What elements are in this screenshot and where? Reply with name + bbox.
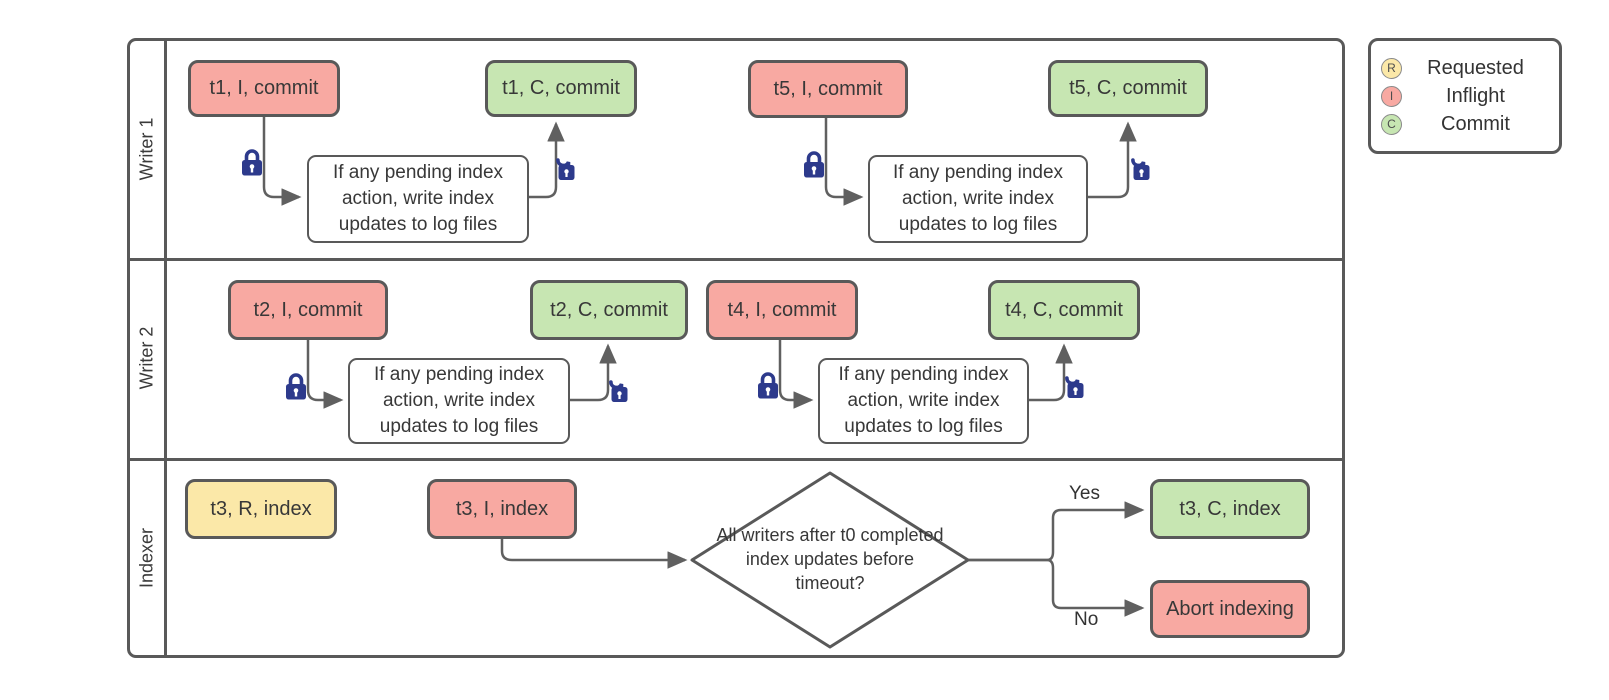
inflight-state-icon: I bbox=[1381, 85, 1402, 107]
lane-divider-1 bbox=[127, 258, 1345, 261]
legend-row-inflight: I Inflight bbox=[1381, 85, 1549, 108]
legend-label-inflight: Inflight bbox=[1446, 84, 1505, 107]
lane-label-divider bbox=[164, 38, 167, 658]
branch-no-label: No bbox=[1074, 609, 1099, 630]
open-lock-icon bbox=[602, 374, 628, 404]
node-t5-inflight: t5, I, commit bbox=[748, 60, 908, 118]
requested-state-icon: R bbox=[1381, 57, 1402, 79]
lane-label-writer1: Writer 1 bbox=[136, 117, 157, 181]
closed-lock-icon bbox=[755, 370, 781, 400]
open-lock-icon bbox=[1058, 370, 1084, 400]
swimlane-frame bbox=[127, 38, 1345, 658]
note-pending-index-1: If any pending index action, write index… bbox=[307, 155, 529, 243]
closed-lock-icon bbox=[283, 371, 309, 401]
node-t4-inflight: t4, I, commit bbox=[706, 280, 858, 340]
node-abort-indexing: Abort indexing bbox=[1150, 580, 1310, 638]
node-t4-commit: t4, C, commit bbox=[988, 280, 1140, 340]
note-pending-index-3: If any pending index action, write index… bbox=[348, 358, 570, 444]
node-t2-inflight: t2, I, commit bbox=[228, 280, 388, 340]
open-lock-icon bbox=[1124, 152, 1150, 182]
commit-state-icon: C bbox=[1381, 113, 1402, 135]
closed-lock-icon bbox=[239, 147, 265, 177]
decision-label: All writers after t0 completed index upd… bbox=[716, 525, 944, 593]
lane-label-writer2: Writer 2 bbox=[136, 326, 157, 390]
node-t5-commit: t5, C, commit bbox=[1048, 60, 1208, 117]
legend: R Requested I Inflight C Commit bbox=[1368, 38, 1562, 154]
open-lock-icon bbox=[549, 152, 575, 182]
node-t2-commit: t2, C, commit bbox=[530, 280, 688, 340]
node-t3-commit: t3, C, index bbox=[1150, 479, 1310, 539]
closed-lock-icon bbox=[801, 149, 827, 179]
node-t3-inflight: t3, I, index bbox=[427, 479, 577, 539]
lane-label-indexer: Indexer bbox=[136, 527, 157, 589]
legend-label-requested: Requested bbox=[1427, 56, 1524, 79]
node-t1-commit: t1, C, commit bbox=[485, 60, 637, 117]
legend-row-requested: R Requested bbox=[1381, 57, 1549, 80]
note-pending-index-4: If any pending index action, write index… bbox=[818, 358, 1029, 444]
node-t3-requested: t3, R, index bbox=[185, 479, 337, 539]
branch-yes-label: Yes bbox=[1069, 483, 1100, 504]
legend-row-commit: C Commit bbox=[1381, 113, 1549, 136]
note-pending-index-2: If any pending index action, write index… bbox=[868, 155, 1088, 243]
lane-divider-2 bbox=[127, 458, 1345, 461]
legend-label-commit: Commit bbox=[1441, 112, 1510, 135]
node-t1-inflight: t1, I, commit bbox=[188, 60, 340, 117]
